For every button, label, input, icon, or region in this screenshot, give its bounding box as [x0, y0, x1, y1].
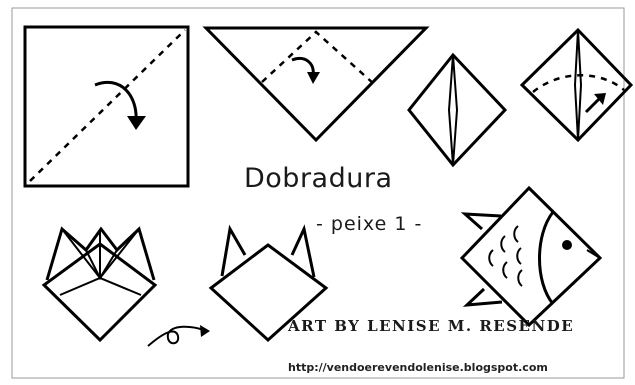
step-5-tulip-icon [44, 229, 155, 340]
artist-credit: ART BY LENISE M. RESENDE [288, 317, 574, 335]
turn-over-arrow-icon [148, 325, 210, 346]
diagram-title: Dobradura [244, 163, 393, 194]
step-3-diamond-icon [409, 55, 505, 165]
finished-fish-icon [462, 188, 600, 325]
source-url: http://vendoerevendolenise.blogspot.com [288, 361, 548, 374]
step-1-square-icon [25, 27, 188, 186]
step-4-diamond-icon [522, 30, 631, 140]
diagram-subtitle: - peixe 1 - [316, 213, 422, 235]
step-2-triangle-icon [206, 28, 426, 140]
